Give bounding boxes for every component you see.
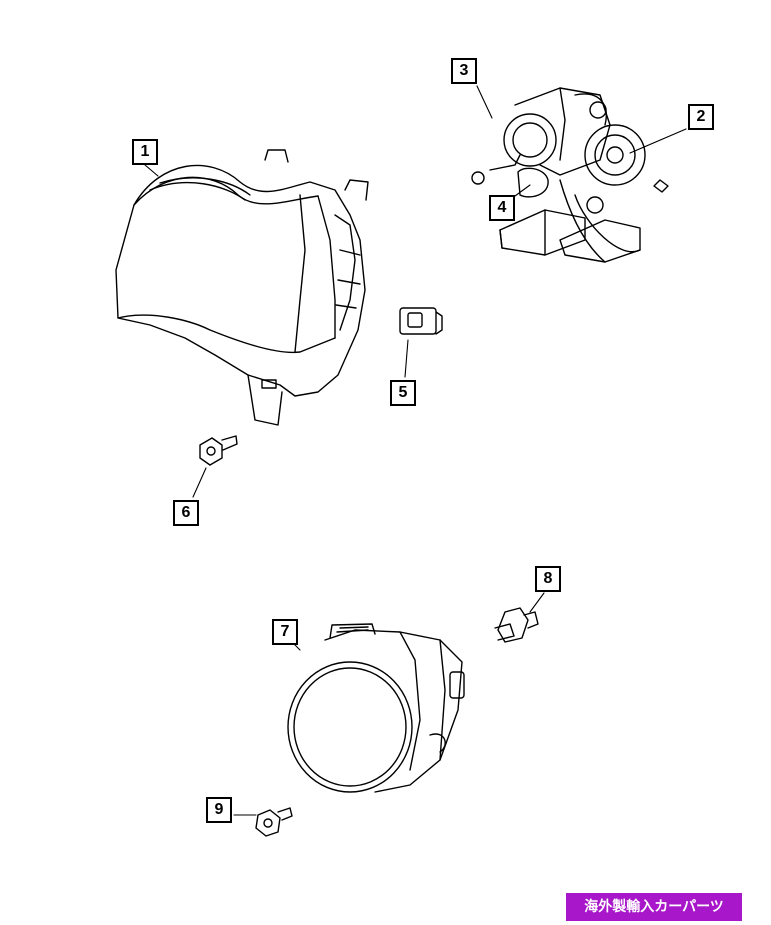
callout-8: 8 [535,566,561,592]
leader-lines [144,85,687,816]
callout-7: 7 [272,619,298,645]
callout-9: 9 [206,797,232,823]
screw-part [255,807,293,837]
callout-5: 5 [390,380,416,406]
callout-4: 4 [489,195,515,221]
callout-2: 2 [688,104,714,130]
watermark-banner: 海外製輸入カーパーツ [566,893,742,921]
callout-3: 3 [451,58,477,84]
bolt-part [199,435,238,466]
lamp-socket [584,124,669,193]
headlamp-assembly [115,149,369,426]
fog-bulb [494,607,539,643]
clip-part [399,307,443,335]
callout-1: 1 [132,139,158,165]
fog-lamp [287,623,465,793]
callout-6: 6 [173,500,199,526]
bulb-and-ballast [499,167,641,263]
